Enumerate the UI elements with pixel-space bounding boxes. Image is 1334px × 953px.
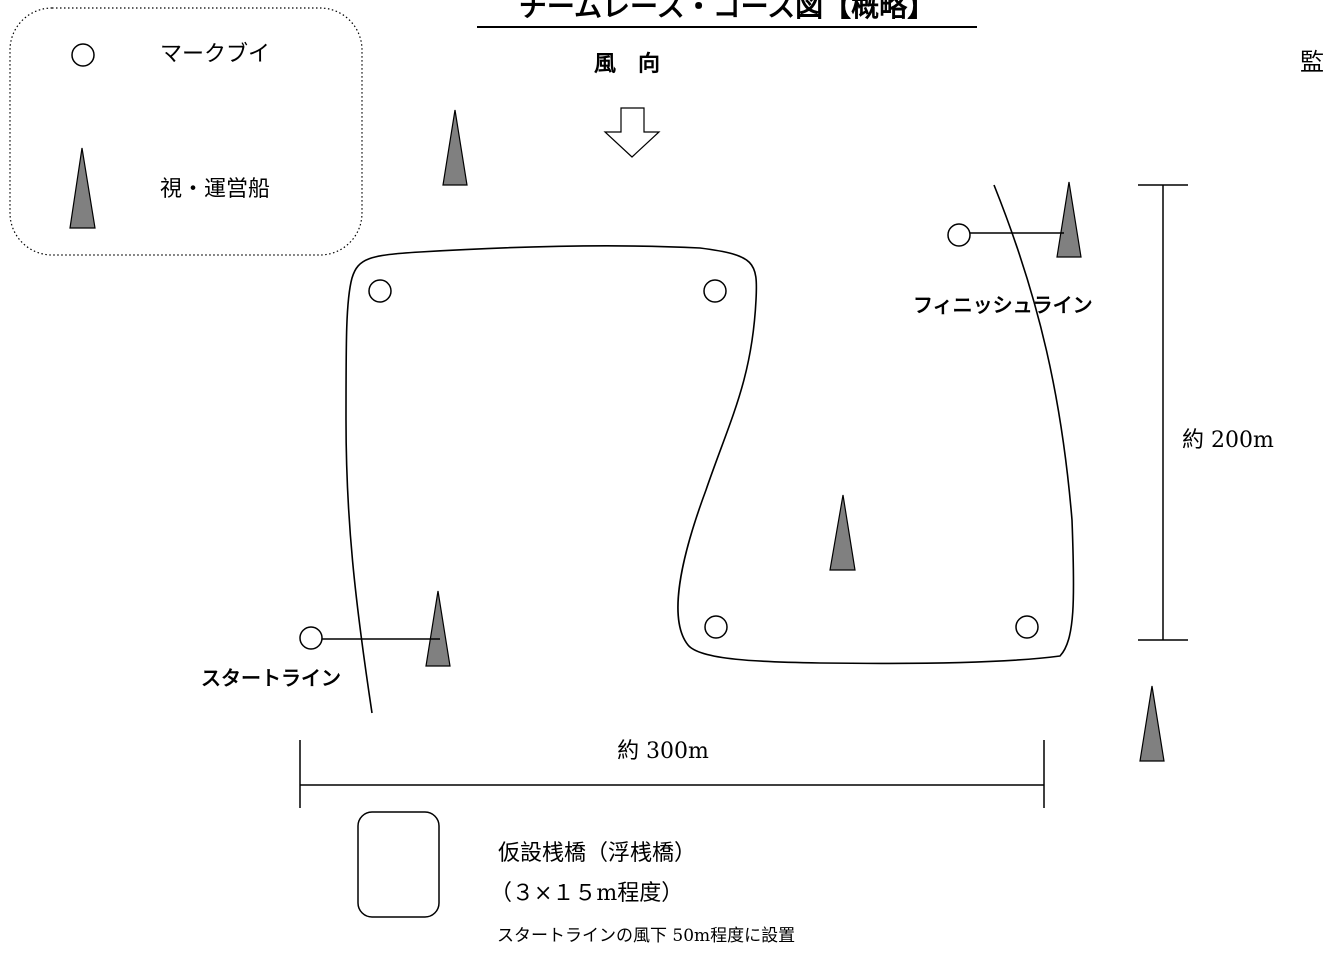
boat-icon xyxy=(425,590,451,667)
start-line-label: スタートライン xyxy=(201,666,341,690)
height-dimension: 約 200m xyxy=(1138,184,1274,641)
pontoon-icon xyxy=(357,811,440,918)
pontoon-note: スタートラインの風下 50m程度に設置 xyxy=(497,926,795,946)
legend-box xyxy=(9,7,363,256)
pontoon-title: 仮設桟橋（浮桟橋） xyxy=(498,841,696,866)
wind-label: 風 向 xyxy=(594,51,660,77)
wind-arrow-icon xyxy=(603,107,661,158)
legend-boat-icon xyxy=(69,147,96,229)
pontoon-size: （３×１５m程度） xyxy=(490,881,683,906)
finish-buoy xyxy=(947,223,971,247)
start-buoy xyxy=(299,626,323,650)
width-label: 約 300m xyxy=(617,739,709,764)
legend-buoy-label: マークブイ xyxy=(160,42,270,67)
height-label: 約 200m xyxy=(1182,428,1274,453)
boat-icon xyxy=(1056,181,1082,258)
legend-boat-label: 視・運営船 xyxy=(160,177,270,202)
finish-line: フィニッシュライン xyxy=(913,223,1093,317)
legend-buoy-icon xyxy=(71,43,95,67)
course-path xyxy=(345,184,1075,714)
boat-icon xyxy=(829,494,856,571)
legend: マークブイ 視・運営船 xyxy=(9,7,363,256)
mark-buoy xyxy=(704,615,728,639)
finish-line-label: フィニッシュライン xyxy=(913,293,1093,317)
corner-text: 監 xyxy=(1300,48,1324,76)
boat-icon xyxy=(442,109,468,186)
start-line: スタートライン xyxy=(201,626,440,690)
width-dimension: 約 300m xyxy=(299,739,1045,808)
mark-buoy xyxy=(703,279,727,303)
mark-buoy xyxy=(1015,615,1039,639)
mark-buoy xyxy=(368,279,392,303)
boat-icon xyxy=(1139,685,1165,762)
diagram-title: チームレース・コース図【概略】 xyxy=(519,0,935,23)
pontoon: 仮設桟橋（浮桟橋） （３×１５m程度） スタートラインの風下 50m程度に設置 xyxy=(357,811,795,946)
